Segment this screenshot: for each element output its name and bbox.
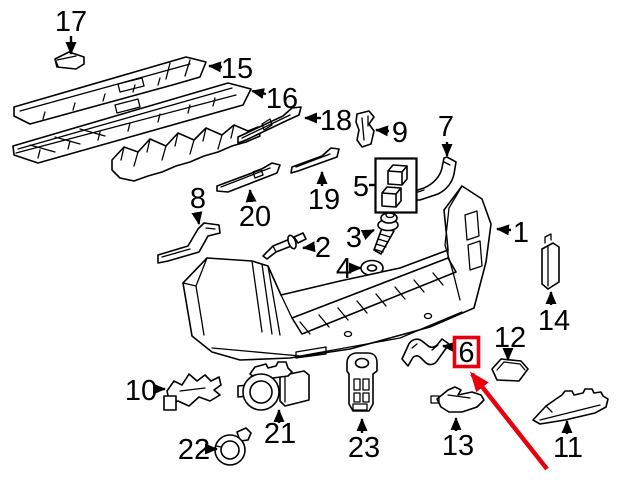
callout-16-label: 16 bbox=[266, 83, 298, 115]
callout-labels: 17 15 16 18 9 7 5 8 20 19 2 3 4 1 14 12 … bbox=[55, 6, 583, 466]
arrow-2 bbox=[302, 241, 316, 253]
part-8-drawing bbox=[157, 222, 221, 264]
callout-9-label: 9 bbox=[392, 117, 408, 149]
callout-1-label: 1 bbox=[513, 217, 529, 249]
part-14-drawing bbox=[541, 233, 560, 290]
arrow-8 bbox=[191, 211, 203, 225]
callout-3-label: 3 bbox=[346, 222, 362, 254]
part-23-drawing bbox=[346, 352, 378, 412]
callout-15-label: 15 bbox=[221, 53, 253, 85]
part-17-drawing bbox=[54, 51, 85, 70]
callout-23-label: 23 bbox=[348, 432, 380, 464]
part-9-drawing bbox=[355, 110, 375, 148]
callout-10-label: 10 bbox=[125, 375, 157, 407]
part-3-drawing bbox=[373, 211, 399, 255]
part-13-drawing bbox=[430, 386, 485, 413]
part-22-drawing bbox=[214, 427, 252, 466]
arrow-16 bbox=[251, 88, 267, 99]
part-18-drawing bbox=[237, 106, 302, 144]
part-21-drawing bbox=[237, 361, 310, 411]
callout-14-label: 14 bbox=[538, 305, 570, 337]
arrow-6 bbox=[442, 341, 456, 353]
part-2-drawing bbox=[262, 232, 307, 260]
highlight-box bbox=[452, 335, 481, 369]
highlight-pointer-arrow bbox=[470, 371, 549, 471]
arrow-3 bbox=[360, 228, 375, 240]
callout-13-label: 13 bbox=[442, 430, 474, 462]
callout-8-label: 8 bbox=[190, 183, 206, 215]
arrow-1 bbox=[496, 224, 512, 236]
callout-4-label: 4 bbox=[336, 253, 352, 285]
arrow-15 bbox=[208, 61, 223, 73]
callout-18-label: 18 bbox=[320, 105, 352, 137]
foam-absorber-drawing bbox=[111, 124, 261, 182]
arrow-20 bbox=[245, 189, 257, 203]
part-15-drawing bbox=[13, 56, 207, 125]
part-1-bumper-cover-drawing bbox=[182, 185, 492, 361]
callout-arrows bbox=[65, 36, 573, 455]
callout-5-label: 5 bbox=[353, 171, 369, 203]
part-20-drawing bbox=[216, 162, 281, 193]
callout-22-label: 22 bbox=[178, 434, 210, 466]
callout-6-label: 6 bbox=[458, 337, 474, 369]
part-16-drawing bbox=[12, 82, 252, 164]
callout-12-label: 12 bbox=[494, 322, 526, 354]
arrow-9 bbox=[375, 125, 390, 137]
part-10-drawing bbox=[163, 373, 222, 411]
part-19-drawing bbox=[290, 147, 340, 174]
callout-19-label: 19 bbox=[308, 184, 340, 216]
part-12-drawing bbox=[491, 358, 529, 382]
callout-17-label: 17 bbox=[55, 6, 87, 38]
callout-21-label: 21 bbox=[264, 418, 296, 450]
part-6-drawing bbox=[401, 338, 450, 367]
callout-7-label: 7 bbox=[438, 111, 454, 143]
callout-2-label: 2 bbox=[315, 232, 331, 264]
part-5-drawing bbox=[374, 157, 418, 214]
callout-20-label: 20 bbox=[239, 201, 271, 233]
callout-11-label: 11 bbox=[553, 432, 583, 464]
part-11-drawing bbox=[532, 388, 609, 425]
highlight-callout-6: 6 bbox=[452, 335, 549, 471]
